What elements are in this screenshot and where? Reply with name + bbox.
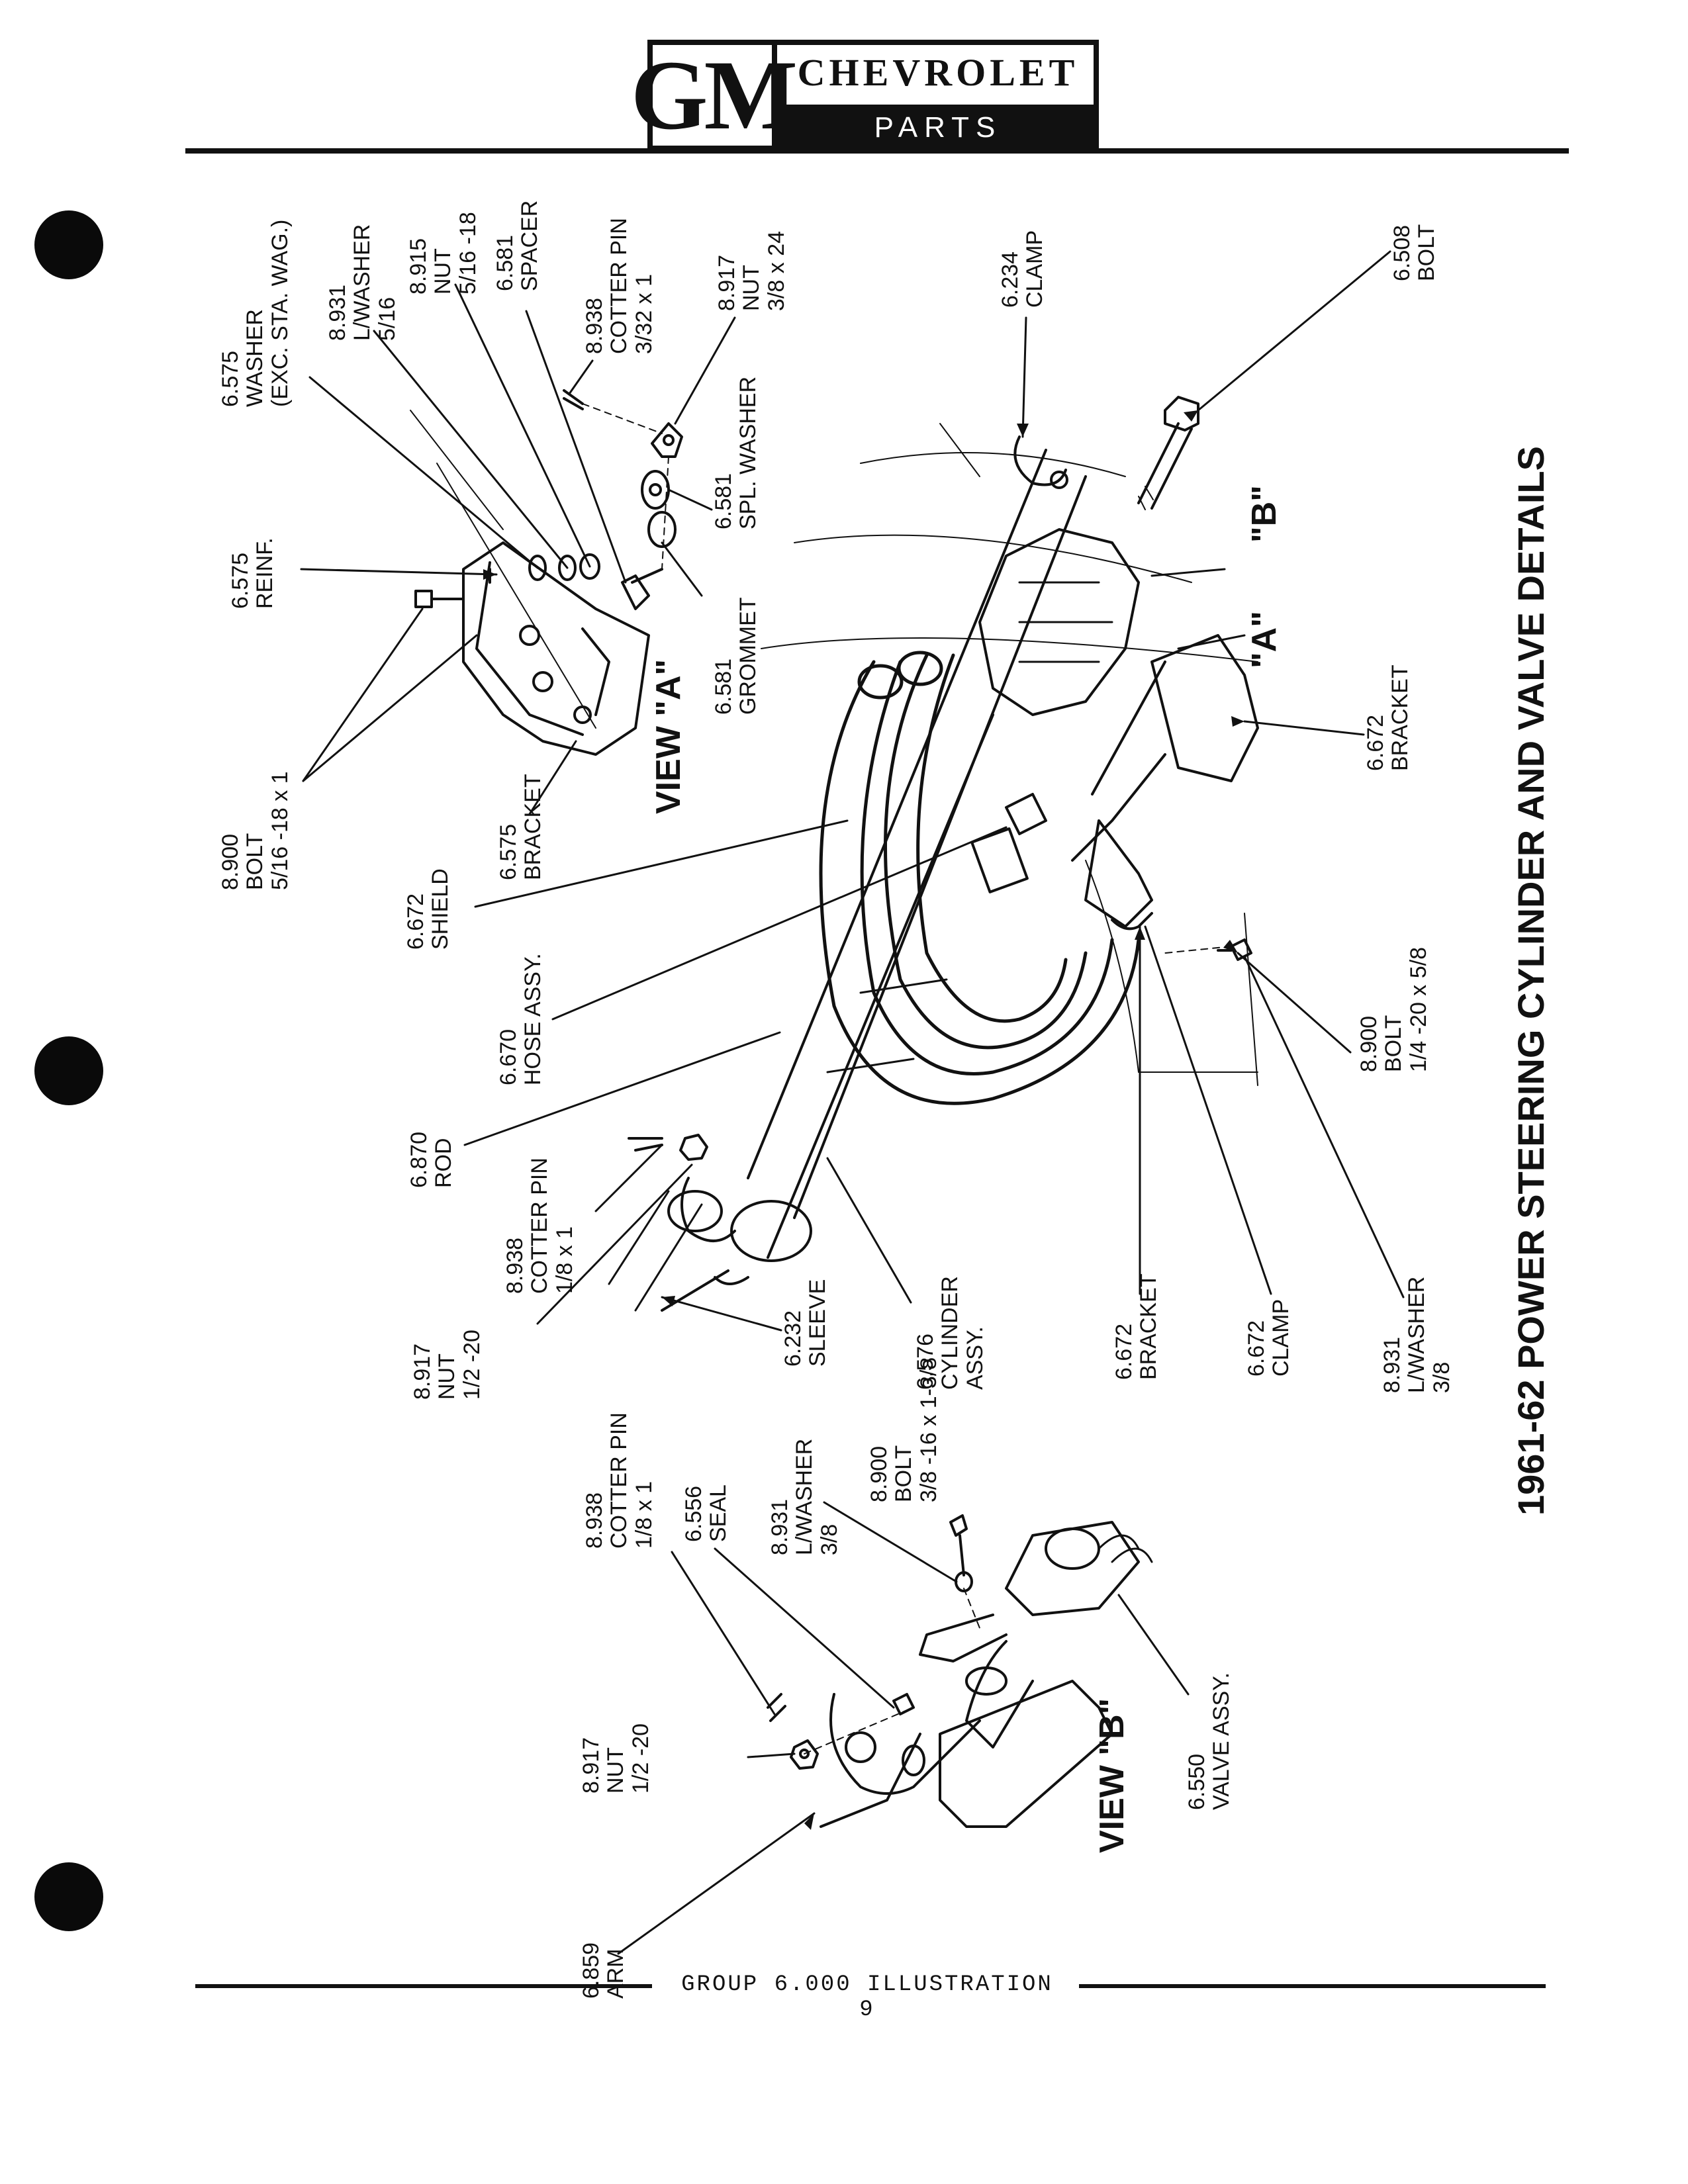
leader-lines <box>300 250 1405 1955</box>
view-a-bracket-assembly <box>414 389 683 756</box>
binder-hole-middle <box>34 1036 103 1105</box>
marker-a: "A" <box>1245 611 1284 668</box>
cylinder-and-rod <box>608 449 1087 1312</box>
binder-hole-top <box>34 210 103 279</box>
page-title: 1961-62 POWER STEERING CYLINDER AND VALV… <box>1510 446 1552 1516</box>
view-b-valve-assembly <box>767 1514 1153 1828</box>
view-a-label: VIEW "A" <box>649 659 688 814</box>
valve-bracket-cluster <box>970 396 1259 961</box>
footer-rule-right <box>1079 1984 1546 1988</box>
footer-caption: GROUP 6.000 ILLUSTRATION 9 <box>681 1972 1053 2023</box>
brand-name: CHEVROLET <box>797 51 1079 94</box>
catalogue-band: PARTS CATALOGUE <box>777 105 1099 190</box>
header-rule <box>185 148 1569 154</box>
hose-assembly <box>819 651 1141 1105</box>
footer-rule-left <box>195 1984 652 1988</box>
view-b-label: VIEW "B" <box>1093 1698 1131 1853</box>
binder-hole-bottom <box>34 1862 103 1931</box>
gm-logo: GM <box>630 40 798 151</box>
leader-arrowheads <box>483 410 1244 1830</box>
marker-b: "B" <box>1245 485 1284 543</box>
